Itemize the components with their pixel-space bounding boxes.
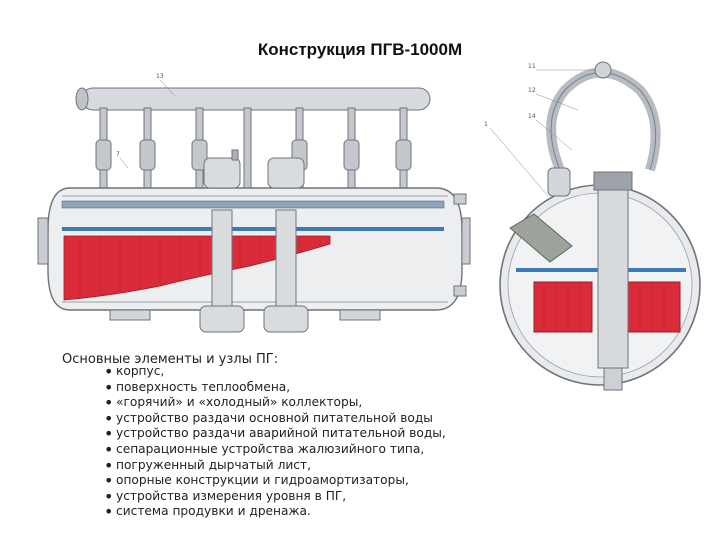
list-item-text: погруженный дырчатый лист, [116, 457, 311, 472]
list-item-text: опорные конструкции и гидроамортизаторы, [116, 473, 409, 488]
bullet-icon: • [104, 486, 114, 506]
steam-header [75, 87, 431, 111]
separator-plates [61, 200, 445, 209]
list-item: •устройство раздачи основной питательной… [104, 408, 446, 428]
elements-list: •корпус, •поверхность теплообмена, •«гор… [104, 364, 446, 520]
list-item: •система продувки и дренажа. [104, 504, 446, 520]
bullet-icon: • [104, 362, 114, 381]
list-item: •устройство раздачи аварийной питательно… [104, 426, 446, 442]
diagram-title: Конструкция ПГВ-1000М [257, 40, 463, 59]
side-view: 13 7 [37, 73, 471, 333]
list-item-text: устройство раздачи основной питательной … [116, 410, 433, 425]
callout-14: 14 [528, 113, 536, 120]
callout-13: 13 [156, 73, 164, 80]
callout-1: 1 [484, 121, 488, 128]
callout-11: 11 [528, 63, 536, 70]
list-item-text: поверхность теплообмена, [116, 379, 291, 394]
steam-loop [546, 67, 661, 172]
list-item: •поверхность теплообмена, [104, 377, 446, 397]
callout-12: 12 [528, 87, 536, 94]
list-item: •корпус, [104, 364, 446, 380]
bullet-icon: • [104, 377, 114, 397]
bullet-icon: • [104, 471, 114, 491]
bullet-icon: • [104, 455, 114, 475]
water-level-line [62, 227, 444, 231]
supports [109, 309, 381, 321]
side-callouts [119, 79, 176, 169]
list-item: •«горячий» и «холодный» коллекторы, [104, 395, 446, 411]
bullet-icon: • [104, 393, 114, 413]
callout-7: 7 [116, 151, 120, 158]
bullet-icon: • [104, 502, 114, 522]
list-item-text: система продувки и дренажа. [116, 504, 311, 519]
list-item: •погруженный дырчатый лист, [104, 455, 446, 475]
steam-pipes [95, 107, 412, 189]
tube-bundle-side [63, 235, 331, 301]
elements-heading: Основные элементы и узлы ПГ: [62, 352, 279, 367]
bullet-icon: • [104, 424, 114, 444]
bullet-icon: • [104, 408, 114, 428]
list-item: •сепарационные устройства жалюзийного ти… [104, 439, 446, 459]
section-view: 11 12 14 1 [484, 61, 701, 391]
collector-column [597, 185, 629, 369]
end-flanges [37, 193, 471, 297]
list-item-text: устройство раздачи аварийной питательной… [116, 426, 446, 441]
list-item: •устройства измерения уровня в ПГ, [104, 486, 446, 506]
tube-bundle-right [627, 281, 681, 333]
list-item: •опорные конструкции и гидроамортизаторы… [104, 473, 446, 489]
list-item-text: корпус, [116, 364, 165, 378]
tube-bundle-left [533, 281, 593, 333]
bullet-icon: • [104, 439, 114, 459]
list-item-text: сепарационные устройства жалюзийного тип… [116, 441, 425, 456]
section-callout-lines [489, 69, 596, 197]
collectors [199, 149, 309, 333]
separator-block [509, 213, 573, 263]
list-item-text: устройства измерения уровня в ПГ, [116, 488, 347, 503]
list-item-text: «горячий» и «холодный» коллекторы, [116, 395, 363, 410]
